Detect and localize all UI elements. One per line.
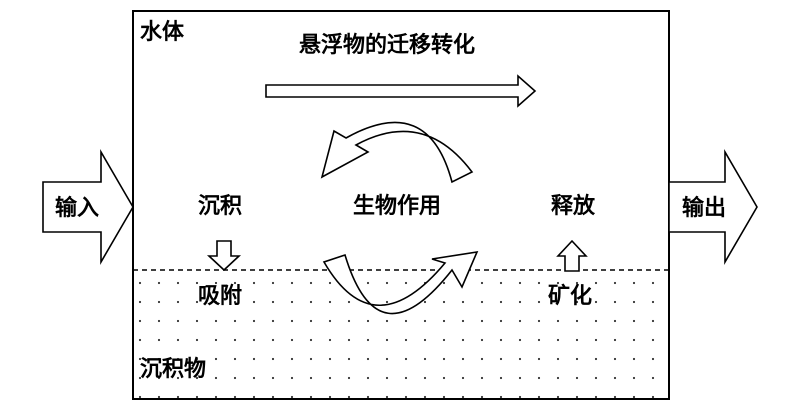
- upper-cycle-arrow: [320, 121, 474, 184]
- water-body-label: 水体: [140, 19, 185, 45]
- input-arrow: [42, 149, 134, 265]
- output-label: 输出: [682, 195, 727, 221]
- biological-action-label: 生物作用: [353, 193, 442, 219]
- deposition-arrow: [206, 240, 242, 272]
- input-label: 输入: [55, 195, 100, 221]
- sediment-label: 沉积物: [140, 356, 207, 382]
- release-label: 释放: [551, 193, 596, 219]
- lower-cycle-arrow: [322, 250, 479, 315]
- transport-arrow: [265, 74, 537, 108]
- sediment-dots: [138, 281, 655, 399]
- output-arrow: [668, 149, 758, 265]
- mineralization-label: 矿化: [548, 283, 593, 309]
- transport-label: 悬浮物的迁移转化: [299, 32, 476, 58]
- adsorption-label: 吸附: [198, 283, 243, 309]
- release-arrow: [556, 239, 588, 272]
- deposition-label: 沉积: [198, 193, 243, 219]
